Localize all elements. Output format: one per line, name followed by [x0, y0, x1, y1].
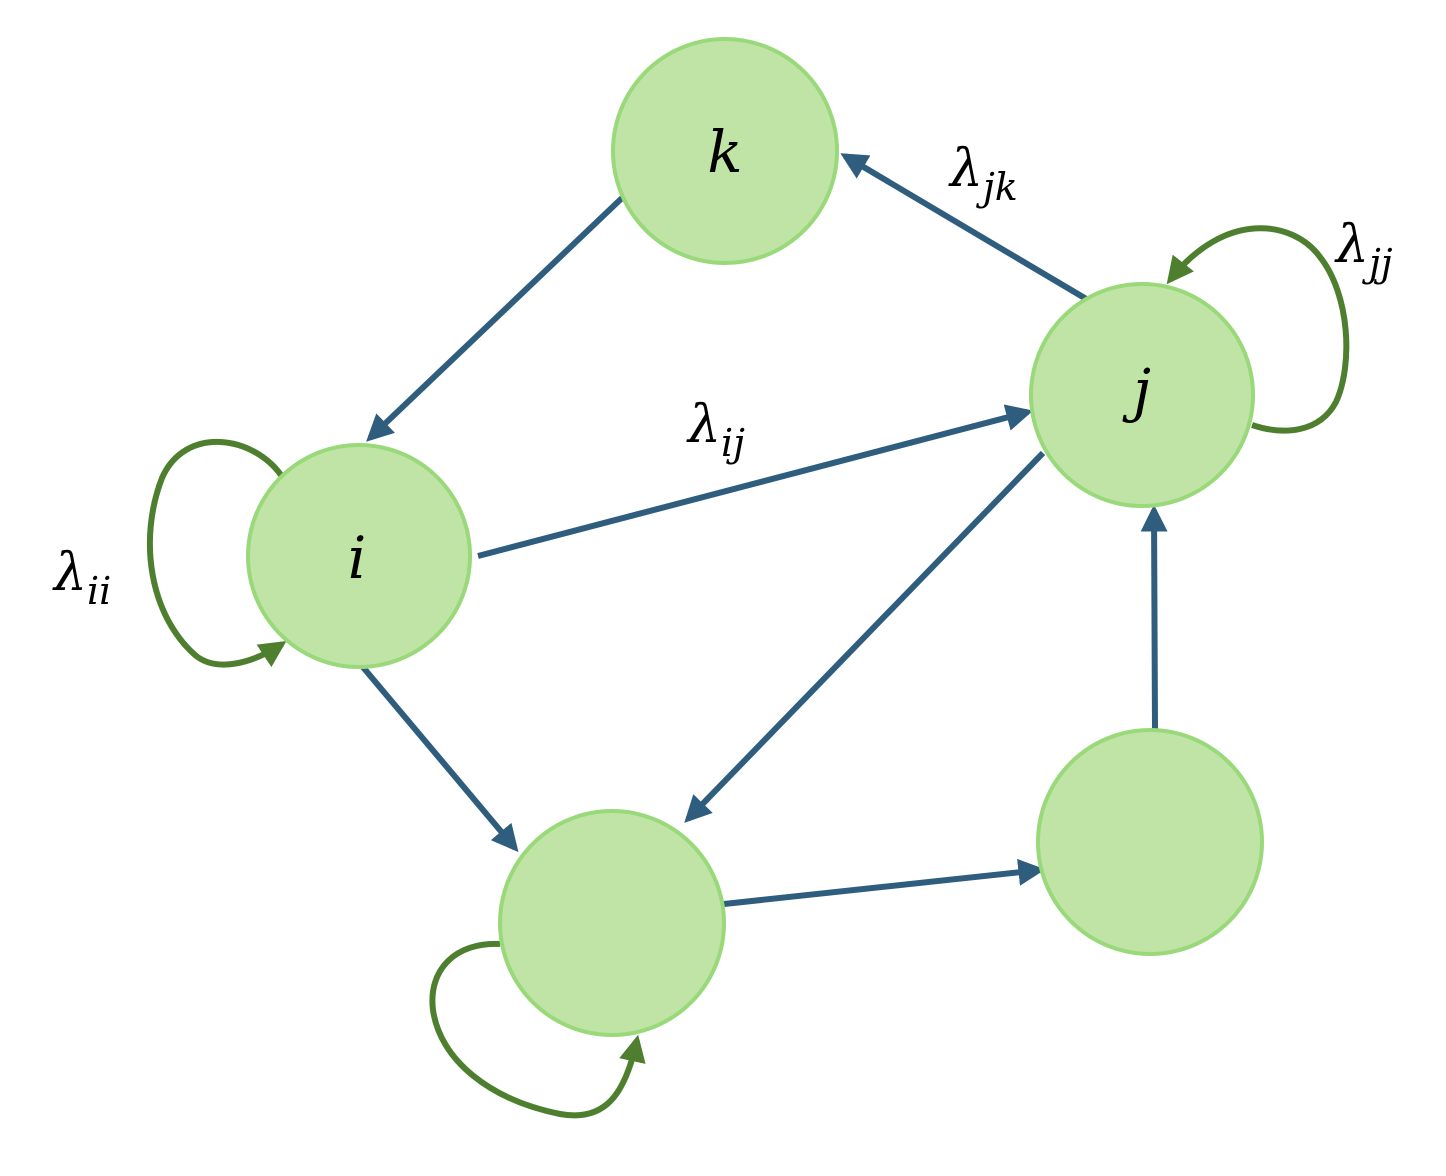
edge-i-to-j	[477, 404, 1034, 559]
node-bottom	[498, 809, 726, 1037]
node-i-label: i	[348, 524, 367, 592]
edge-label-ij-sub: ij	[721, 421, 745, 465]
edge-bottom-to-right	[723, 858, 1046, 907]
edge-label-ii: λii	[52, 543, 111, 613]
edge-i-to-bottom	[359, 664, 519, 853]
self-loop-i	[146, 439, 287, 668]
node-k-label: k	[707, 118, 742, 186]
node-k: k	[611, 37, 839, 265]
self-loop-bottom	[429, 940, 646, 1119]
edge-label-ii-symbol: λ	[52, 543, 87, 603]
edge-j-to-bottom	[684, 450, 1046, 823]
edge-label-ii-sub: ii	[87, 569, 111, 613]
edge-right-to-j	[1140, 504, 1168, 731]
edge-j-to-k	[840, 153, 1090, 303]
edge-label-jk: λjk	[948, 139, 1018, 209]
node-right	[1036, 728, 1264, 956]
edge-label-jj: λjj	[1334, 215, 1393, 285]
edge-label-jk-symbol: λ	[948, 139, 983, 199]
node-i: i	[246, 443, 472, 669]
edge-label-ij-symbol: λ	[686, 395, 721, 455]
node-j: j	[1029, 282, 1255, 508]
edge-k-to-i	[366, 195, 625, 442]
edge-label-jk-sub: jk	[976, 165, 1018, 209]
edge-label-jj-symbol: λ	[1334, 215, 1369, 275]
edge-label-ij: λij	[686, 395, 745, 465]
self-loop-j	[1166, 225, 1350, 434]
